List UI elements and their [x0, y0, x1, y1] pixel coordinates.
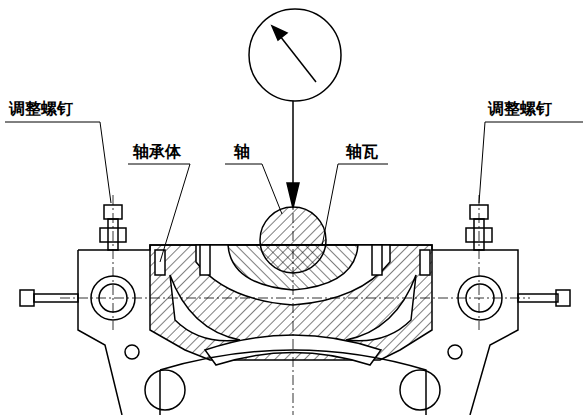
part-label: 调整螺钉	[487, 100, 553, 118]
screw-shank	[34, 294, 78, 302]
needle-head	[272, 26, 287, 40]
screw-hole	[200, 245, 210, 275]
bolt-hole	[400, 370, 440, 410]
screw-hole	[420, 250, 430, 275]
bolt-hole	[145, 370, 185, 410]
part-label: 轴瓦	[345, 143, 379, 161]
nut	[125, 345, 139, 359]
nut	[448, 345, 462, 359]
dial-gauge	[249, 9, 341, 101]
screw-head	[556, 290, 570, 306]
part-label: 轴承体	[132, 143, 182, 161]
rib	[346, 275, 416, 341]
part-label: 调整螺钉	[8, 100, 74, 118]
rib	[170, 275, 240, 341]
gauge-stem	[292, 101, 294, 185]
part-label: 轴	[233, 143, 251, 161]
screw-head	[20, 290, 34, 306]
leader-lines	[5, 122, 583, 262]
screw-hole	[372, 245, 382, 275]
gauge-needle	[280, 36, 316, 82]
screw-hole	[155, 250, 165, 275]
